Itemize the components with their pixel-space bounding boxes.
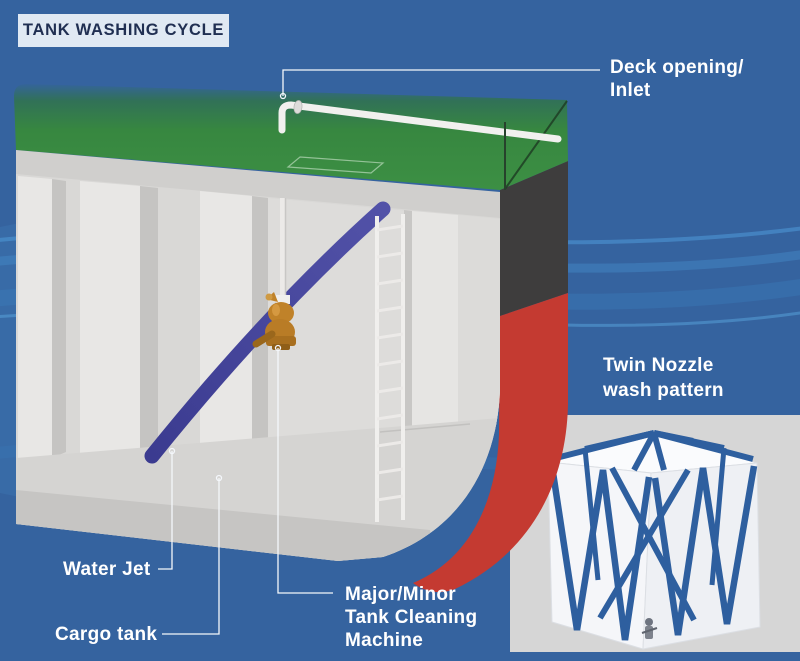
label-line: Major/Minor (345, 584, 456, 605)
label-cleaning-machine: Major/Minor Tank Cleaning Machine (345, 583, 477, 652)
label-wash-pattern: Twin Nozzle wash pattern (603, 353, 724, 403)
label-cargo-tank: Cargo tank (55, 623, 157, 646)
hull-red-band (413, 293, 568, 593)
label-line: Cargo tank (55, 624, 158, 645)
tank-cleaning-machine (252, 292, 296, 350)
mini-cleaning-machine (641, 618, 658, 639)
page-title: TANK WASHING CYCLE (22, 21, 225, 39)
water-jet-beam (144, 201, 391, 464)
hull-black-band (500, 161, 568, 316)
tank-ladder (375, 214, 405, 522)
deck-pipe (278, 100, 562, 190)
title-badge: TANK WASHING CYCLE (18, 14, 229, 47)
water-jet-leader (158, 447, 176, 570)
deck-opening-leader (279, 69, 600, 100)
label-line: Deck opening/ (610, 57, 744, 78)
deck-edge-line (504, 100, 568, 190)
deck-opening-outline (286, 156, 385, 174)
wash-pattern-inset (510, 415, 800, 652)
bulkhead-pilasters (18, 176, 500, 464)
cleaning-machine-leader (274, 344, 333, 594)
leader-lines (158, 69, 600, 635)
label-line: Machine (345, 630, 424, 651)
pipe-flange (293, 100, 303, 114)
deck (14, 84, 568, 190)
floor-step-line (379, 423, 471, 433)
tank-floor-front-band (16, 490, 440, 561)
label-line: Tank Cleaning (345, 607, 478, 628)
label-deck-opening: Deck opening/ Inlet (610, 56, 744, 102)
cargo-tank-leader (162, 474, 223, 635)
twin-nozzle-spray-lines (548, 430, 758, 641)
label-line: Water Jet (63, 559, 151, 580)
label-line: Twin Nozzle (603, 355, 714, 376)
label-water-jet: Water Jet (63, 558, 151, 581)
ship-cutaway (14, 84, 568, 593)
label-line: wash pattern (603, 380, 724, 401)
label-line: Inlet (610, 80, 651, 101)
